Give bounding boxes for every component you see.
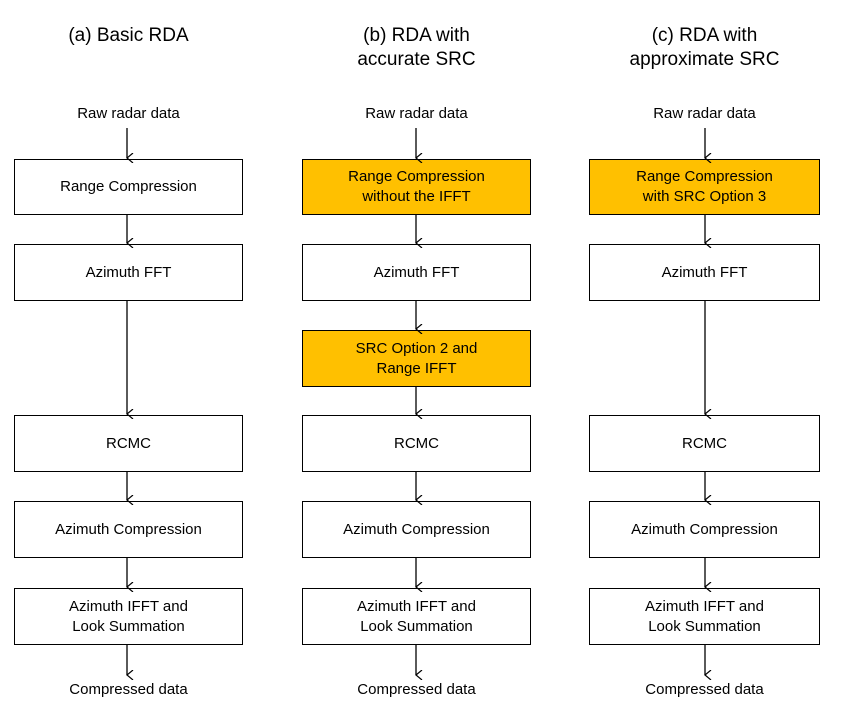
column-b-title: (b) RDA with accurate SRC (357, 25, 476, 70)
column-c-step-azimuth-ifft: Azimuth IFFT and Look Summation (589, 588, 820, 645)
column-a-input: Raw radar data (77, 105, 180, 122)
column-b-step-rcmc: RCMC (302, 415, 531, 472)
column-c-step-rcmc: RCMC (589, 415, 820, 472)
column-b-output: Compressed data (357, 681, 476, 698)
column-c-title: (c) RDA with approximate SRC (629, 25, 780, 70)
column-c-step-range-compression: Range Compression with SRC Option 3 (589, 159, 820, 215)
column-a-title: (a) Basic RDA (68, 25, 189, 46)
column-b-step-azimuth-ifft: Azimuth IFFT and Look Summation (302, 588, 531, 645)
column-b-input: Raw radar data (365, 105, 468, 122)
column-a-step-azimuth-fft: Azimuth FFT (14, 244, 243, 301)
column-c-input: Raw radar data (653, 105, 756, 122)
column-c-step-azimuth-fft: Azimuth FFT (589, 244, 820, 301)
column-a-step-azimuth-compression: Azimuth Compression (14, 501, 243, 558)
column-c-step-azimuth-compression: Azimuth Compression (589, 501, 820, 558)
column-a-step-rcmc: RCMC (14, 415, 243, 472)
column-a-step-range-compression: Range Compression (14, 159, 243, 215)
column-a-step-azimuth-ifft: Azimuth IFFT and Look Summation (14, 588, 243, 645)
column-b-step-range-compression: Range Compression without the IFFT (302, 159, 531, 215)
column-c-output: Compressed data (645, 681, 764, 698)
column-a-output: Compressed data (69, 681, 188, 698)
